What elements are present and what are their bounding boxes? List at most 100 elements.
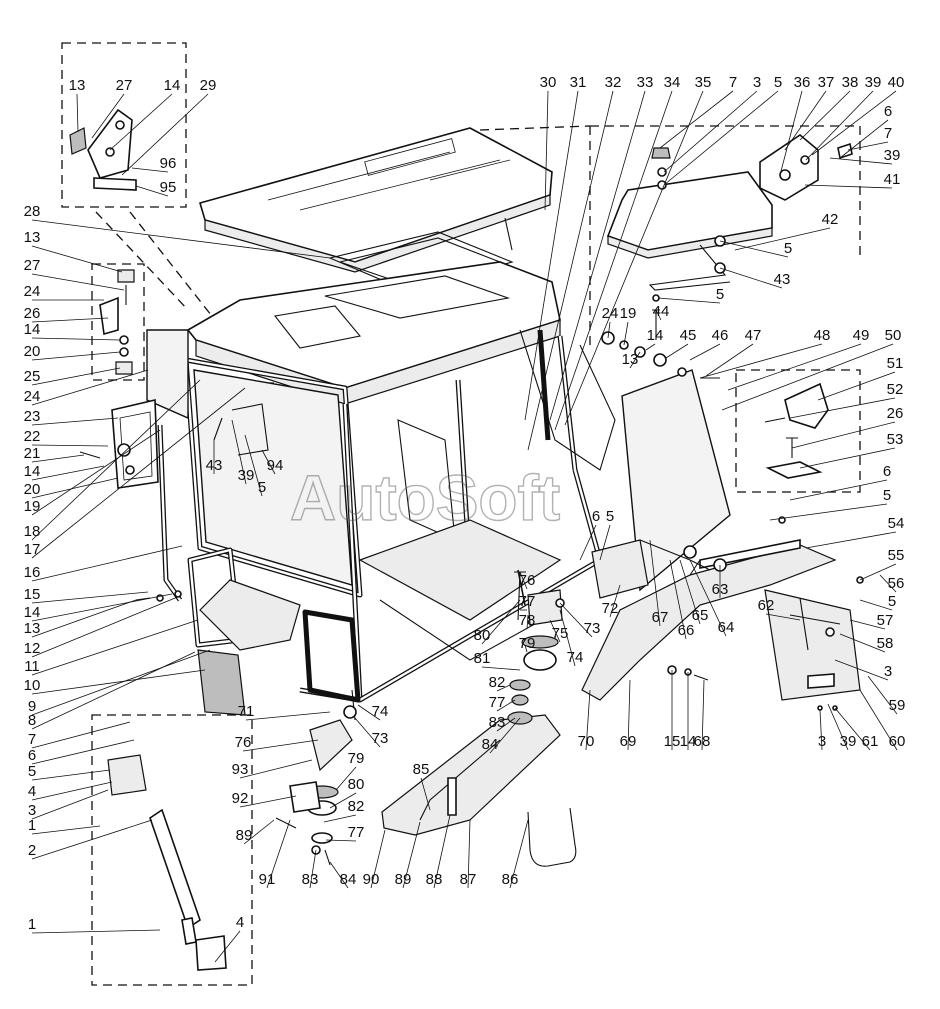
callout-number: 13 [24,620,41,637]
leader-line [627,679,631,751]
leader-line [663,90,758,173]
leader-line [805,90,874,161]
leader-line [579,524,597,561]
side-quarter-glass [146,329,189,420]
callout-number: 85 [413,761,430,778]
callout-number: 95 [160,179,177,196]
leader-line [31,593,173,622]
callout-number: 3 [884,663,892,680]
leader-line [244,434,263,497]
leader-line [609,584,621,618]
callout-number: 58 [877,635,894,652]
leader-line [509,819,529,889]
callout-number: 77 [489,694,506,711]
callout-number: 26 [24,305,41,322]
leader-line [266,819,291,889]
leader-line [526,614,529,630]
leader-line [839,633,886,653]
leader-line [701,679,705,751]
callout-number: 48 [814,327,831,344]
leader-line [585,689,591,751]
leader-line [31,819,153,860]
callout-number: 90 [363,871,380,888]
callout-number: 77 [519,593,536,610]
callout-number: 3 [28,802,36,819]
callout-number: 12 [24,640,41,657]
callout-number: 93 [232,761,249,778]
leader-line [370,829,386,889]
callout-number: 3 [818,733,826,750]
front-mount-bracket [275,689,356,866]
leader-line [31,454,85,463]
callout-number: 52 [887,381,904,398]
leader-line [784,90,827,151]
leader-line [76,93,79,133]
callout-number: 51 [887,355,904,372]
callout-number: 91 [259,871,276,888]
leader-line [245,711,331,721]
leader-line [734,227,831,251]
leader-line [663,90,779,186]
leader-line [329,792,357,809]
leader-line [31,465,105,481]
leader-line [31,619,199,676]
leader-line [31,367,121,386]
leader-line [859,563,897,581]
leader-line [31,387,246,559]
callout-number: 1 [28,916,36,933]
callout-number: 33 [637,74,654,91]
callout-number: 9 [28,698,36,715]
leader-line [847,141,889,151]
leader-line [31,669,206,695]
callout-number: 56 [888,575,905,592]
leader-line [31,595,181,658]
leader-line [721,343,894,411]
callout-number: 39 [884,147,901,164]
leader-line [31,477,119,499]
leader-line [31,591,149,604]
leader-line [859,599,893,611]
callout-number: 68 [694,733,711,750]
callout-number: 50 [885,327,902,344]
callout-number: 94 [267,457,284,474]
callout-number: 44 [653,303,670,320]
callout-number: 83 [302,871,319,888]
leader-line [789,397,896,419]
callout-number: 43 [206,457,223,474]
roof-box-detail-outline [589,125,861,350]
callout-number: 14 [680,733,697,750]
leader-line [309,849,317,889]
leader-line [323,814,357,823]
leader-line [31,825,101,835]
callout-number: 5 [606,508,614,525]
leader-line [727,343,862,391]
leader-line [799,447,896,469]
leader-line [657,297,721,304]
leader-line [524,90,579,421]
callout-number: 13 [622,351,639,368]
leader-line [769,503,888,521]
callout-number: 39 [865,74,882,91]
callout-number: 2 [28,842,36,859]
callout-number: 82 [489,674,506,691]
callout-number: 27 [24,257,41,274]
callout-number: 3 [753,74,761,91]
callout-number: 24 [24,388,41,405]
callout-number: 30 [540,74,557,91]
leader-line [689,343,721,361]
callout-number: 8 [28,712,36,729]
callout-number: 64 [718,619,735,636]
leader-line [629,351,641,369]
u-bolt [527,807,577,867]
callout-number: 17 [24,541,41,558]
leader-line [31,651,196,730]
callout-number: 11 [24,658,40,675]
leader-line [559,609,576,667]
leader-line [564,90,704,426]
callout-number: 21 [24,445,41,462]
callout-number: 36 [794,74,811,91]
callout-number: 14 [647,327,664,344]
callout-number: 73 [584,620,601,637]
callout-number: 20 [24,343,41,360]
